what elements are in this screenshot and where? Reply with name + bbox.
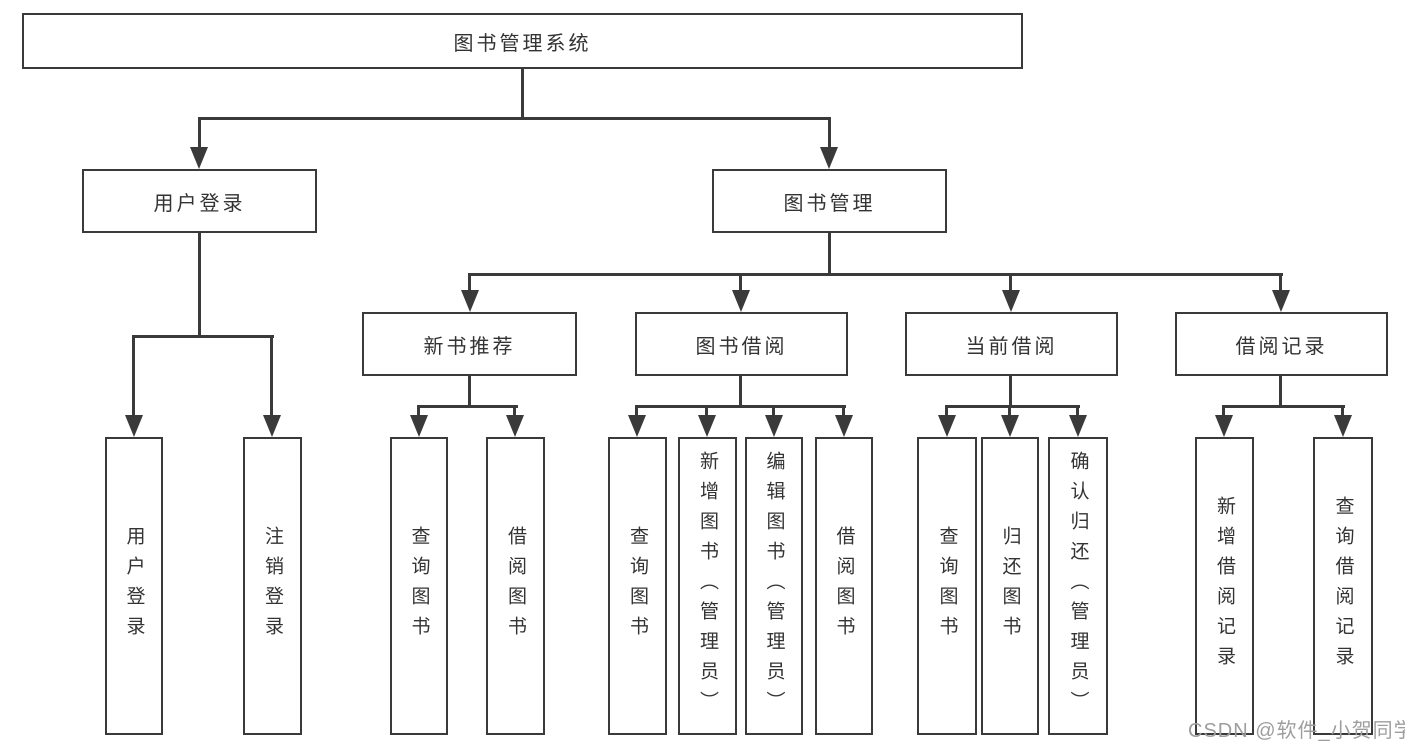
connector-line bbox=[132, 335, 274, 338]
connector-line bbox=[132, 336, 135, 417]
connector-line bbox=[198, 233, 201, 336]
connector-line bbox=[828, 233, 831, 275]
node-user-login: 用户登录 bbox=[82, 169, 317, 233]
node-new-book-recommendation: 新书推荐 bbox=[362, 312, 577, 376]
leaf-recommend-query-books: 查询图书 bbox=[390, 437, 448, 735]
connector-line bbox=[198, 117, 831, 120]
connector-arrowhead bbox=[1002, 290, 1020, 312]
leaf-user-login: 用户登录 bbox=[105, 437, 163, 735]
connector-arrowhead bbox=[263, 415, 281, 437]
connector-line bbox=[635, 405, 846, 408]
connector-line bbox=[739, 376, 742, 408]
connector-line bbox=[1341, 406, 1344, 418]
connector-arrowhead bbox=[732, 290, 750, 312]
leaf-return-books: 归还图书 bbox=[981, 437, 1039, 735]
connector-arrowhead bbox=[461, 290, 479, 312]
connector-line bbox=[1222, 406, 1225, 418]
connector-line bbox=[945, 405, 1080, 408]
leaf-confirm-return-admin: 确认归还（管理员） bbox=[1048, 437, 1108, 735]
connector-line bbox=[270, 336, 273, 417]
connector-line bbox=[198, 118, 201, 149]
leaf-recommend-borrow-books: 借阅图书 bbox=[486, 437, 545, 735]
connector-line bbox=[1076, 406, 1079, 418]
connector-line bbox=[739, 275, 742, 292]
connector-line bbox=[1279, 376, 1282, 408]
connector-line bbox=[842, 406, 845, 418]
leaf-add-borrow-record: 新增借阅记录 bbox=[1195, 437, 1254, 735]
connector-arrowhead bbox=[835, 415, 853, 437]
node-book-borrowing: 图书借阅 bbox=[635, 312, 848, 376]
connector-line bbox=[521, 69, 524, 118]
connector-line bbox=[1222, 405, 1345, 408]
leaf-borrowing-query-books: 查询图书 bbox=[608, 437, 667, 735]
leaf-query-borrow-record: 查询借阅记录 bbox=[1313, 437, 1373, 735]
connector-arrowhead bbox=[125, 415, 143, 437]
connector-arrowhead bbox=[938, 415, 956, 437]
connector-line bbox=[945, 406, 948, 418]
connector-arrowhead bbox=[410, 415, 428, 437]
connector-line bbox=[417, 405, 518, 408]
connector-line bbox=[1009, 275, 1012, 292]
connector-line bbox=[468, 376, 471, 408]
leaf-add-books-admin: 新增图书（管理员） bbox=[678, 437, 737, 735]
connector-arrowhead bbox=[1215, 415, 1233, 437]
node-book-management: 图书管理 bbox=[712, 169, 947, 233]
leaf-current-query-books: 查询图书 bbox=[917, 437, 977, 735]
connector-arrowhead bbox=[1272, 290, 1290, 312]
connector-arrowhead bbox=[1334, 415, 1352, 437]
connector-line bbox=[705, 406, 708, 418]
connector-arrowhead bbox=[1069, 415, 1087, 437]
connector-arrowhead bbox=[765, 415, 783, 437]
connector-arrowhead bbox=[628, 415, 646, 437]
connector-line bbox=[635, 406, 638, 418]
connector-line bbox=[417, 406, 420, 418]
leaf-edit-books-admin: 编辑图书（管理员） bbox=[745, 437, 803, 735]
connector-line bbox=[513, 406, 516, 418]
connector-line bbox=[468, 273, 1283, 276]
node-current-borrowing: 当前借阅 bbox=[905, 312, 1118, 376]
node-borrowing-records: 借阅记录 bbox=[1175, 312, 1388, 376]
connector-line bbox=[1008, 406, 1011, 418]
leaf-logout-login: 注销登录 bbox=[243, 437, 302, 735]
leaf-borrowing-borrow-books: 借阅图书 bbox=[815, 437, 873, 735]
connector-line bbox=[772, 406, 775, 418]
csdn-watermark: CSDN @软件_小贺同学 bbox=[1188, 720, 1405, 742]
connector-arrowhead bbox=[1001, 415, 1019, 437]
connector-line bbox=[828, 118, 831, 149]
connector-arrowhead bbox=[190, 147, 208, 169]
connector-line bbox=[1279, 275, 1282, 292]
connector-line bbox=[468, 275, 471, 292]
connector-arrowhead bbox=[506, 415, 524, 437]
node-library-management-system: 图书管理系统 bbox=[22, 13, 1023, 69]
connector-arrowhead bbox=[698, 415, 716, 437]
connector-line bbox=[1009, 376, 1012, 408]
connector-arrowhead bbox=[820, 147, 838, 169]
